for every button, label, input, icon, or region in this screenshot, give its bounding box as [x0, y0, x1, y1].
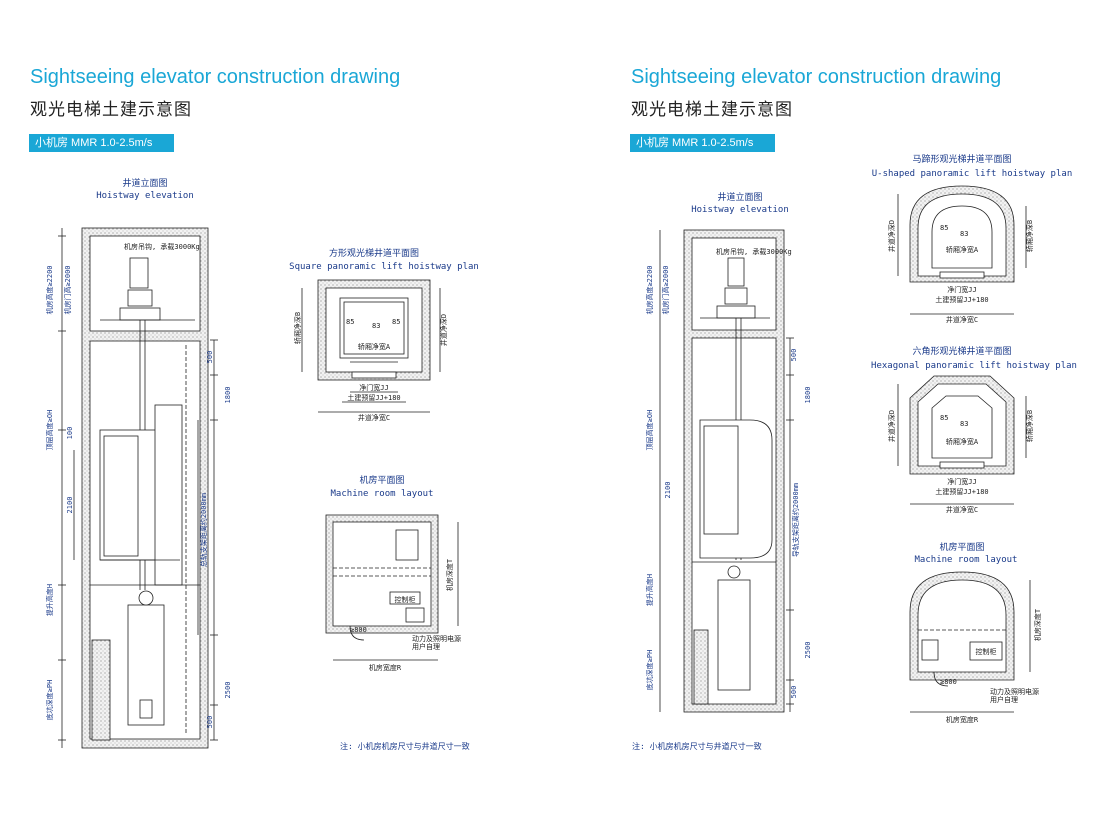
right-hex-title-en: Hexagonal panoramic lift hoistway plan	[871, 361, 1077, 371]
left-mr-width: 机房宽度R	[369, 663, 402, 672]
left-mr-title-en: Machine room layout	[331, 489, 434, 499]
left-plan-num-1: 85	[346, 318, 354, 326]
left-elev-labels: 机房高度≥2200 机房门高≥2000 顶层高度≥OH 提升高度H 底坑深度≥P…	[45, 265, 232, 728]
left-mr-title-cn: 机房平面图	[359, 474, 404, 486]
right-u-door-jj: 净门宽JJ	[947, 285, 976, 294]
right-u-plan-labels: 马蹄形观光梯井道平面图 U-shaped panoramic lift hois…	[872, 153, 1072, 324]
right-u-num-1: 85	[940, 224, 948, 232]
right-hook-note: 机房吊钩, 承载3000Kg	[716, 247, 792, 256]
right-hex-label-a: 轿厢净宽A	[946, 437, 979, 446]
left-mr-power-1: 动力及照明电源	[412, 634, 461, 643]
left-label-pit: 底坑深度≥PH	[45, 680, 54, 721]
left-square-plan	[301, 279, 441, 413]
right-label-travel: 提升高度H	[645, 574, 654, 606]
left-elev-title-en: Hoistway elevation	[96, 191, 194, 201]
right-mr-title-en: Machine room layout	[915, 555, 1018, 565]
left-elev-title-cn: 井道立面图	[122, 177, 167, 189]
left-plan-num-2: 83	[372, 322, 380, 330]
left-label-travel: 提升高度H	[45, 584, 54, 616]
left-plan-title-en: Square panoramic lift hoistway plan	[289, 262, 479, 272]
right-badge: 小机房 MMR 1.0-2.5m/s	[630, 134, 775, 152]
right-title-en: Sightseeing elevator construction drawin…	[631, 66, 1002, 88]
left-plan-label-a: 轿厢净宽A	[358, 342, 391, 351]
left-dim-2500: 2500	[224, 682, 232, 699]
right-mr-width: 机房宽度R	[946, 715, 979, 724]
left-elevation: 井道立面图 Hoistway elevation 机房吊钩, 承载3000Kg	[58, 177, 218, 749]
left-plan-label-b: 轿厢净深B	[293, 312, 302, 344]
right-dim-2500: 2500	[804, 642, 812, 659]
right-u-label-d: 井道净深D	[887, 220, 896, 252]
right-machine-labels: 机房平面图 Machine room layout 控制柜 ≥800 机房深度T…	[915, 541, 1042, 724]
left-mr-door: ≥800	[350, 626, 367, 634]
right-dim-500-top: 500	[790, 349, 798, 362]
left-plan-door-jj180: 土建预留JJ+180	[347, 393, 400, 402]
right-hex-label-b: 轿厢净深B	[1025, 410, 1034, 442]
left-label-oh: 顶层高度≥OH	[45, 410, 54, 451]
right-label-mr-height: 机房高度≥2200	[645, 265, 654, 314]
right-mr-door: ≥800	[940, 678, 957, 686]
left-machine-labels: 机房平面图 Machine room layout 控制柜 ≥800 机房深度T…	[331, 474, 461, 672]
left-square-plan-labels: 方形观光梯井道平面图 Square panoramic lift hoistwa…	[289, 247, 479, 422]
right-hex-title-cn: 六角形观光梯井道平面图	[912, 345, 1011, 357]
right-footnote: 注: 小机房机房尺寸与井道尺寸一致	[632, 741, 762, 751]
right-u-label-b: 轿厢净深B	[1025, 220, 1034, 252]
right-u-title-cn: 马蹄形观光梯井道平面图	[912, 153, 1011, 165]
right-elev-title-cn: 井道立面图	[717, 191, 762, 203]
right-mr-title-cn: 机房平面图	[939, 541, 984, 553]
right-mr-power-2: 用户自理	[990, 695, 1018, 704]
right-hex-width-c: 井道净宽C	[946, 505, 978, 514]
right-hex-door-jj: 净门宽JJ	[947, 477, 976, 486]
right-u-label-a: 轿厢净宽A	[946, 245, 979, 254]
right-label-mr-door: 机房门高≥2000	[661, 265, 670, 314]
left-label-mr-height: 机房高度≥2200	[45, 265, 54, 314]
left-mr-cabinet: 控制柜	[395, 595, 416, 604]
right-machine-room	[909, 571, 1031, 713]
left-plan-width-c: 井道净宽C	[358, 413, 390, 422]
right-rail-label: 导轨支架距离约2000mm	[791, 483, 800, 557]
left-hook-note: 机房吊钩, 承载3000Kg	[124, 242, 200, 251]
right-u-door-jj180: 土建预留JJ+180	[935, 295, 988, 304]
right-u-width-c: 井道净宽C	[946, 315, 978, 324]
right-elev-title-en: Hoistway elevation	[691, 205, 789, 215]
right-hex-plan-labels: 六角形观光梯井道平面图 Hexagonal panoramic lift hoi…	[871, 345, 1077, 514]
left-plan-door-jj: 净门宽JJ	[359, 383, 388, 392]
right-label-oh: 顶层高度≥OH	[645, 410, 654, 451]
right-mr-cabinet: 控制柜	[976, 647, 997, 656]
left-badge: 小机房 MMR 1.0-2.5m/s	[29, 134, 174, 152]
left-title-cn: 观光电梯土建示意图	[30, 100, 192, 120]
right-hex-plan	[897, 375, 1027, 505]
right-hex-num-2: 83	[960, 420, 968, 428]
right-elev-labels: 井道立面图 Hoistway elevation 机房吊钩, 承载3000Kg …	[645, 191, 812, 698]
left-dim-500-bot: 500	[206, 716, 214, 729]
left-mr-power-2: 用户自理	[412, 642, 440, 651]
left-plan-title-cn: 方形观光梯井道平面图	[329, 247, 419, 259]
right-mr-power-1: 动力及照明电源	[990, 687, 1039, 696]
right-u-num-2: 83	[960, 230, 968, 238]
right-mr-depth: 机房深度T	[1033, 608, 1042, 641]
right-label-pit: 底坑深度≥PH	[645, 650, 654, 691]
left-footnote: 注: 小机房机房尺寸与井道尺寸一致	[340, 741, 470, 751]
left-dim-500-top: 500	[206, 351, 214, 364]
right-title-cn: 观光电梯土建示意图	[631, 100, 793, 120]
left-dim-2100: 2100	[66, 497, 74, 514]
right-u-title-en: U-shaped panoramic lift hoistway plan	[872, 169, 1072, 179]
right-dim-2100: 2100	[664, 482, 672, 499]
left-dim-100: 100	[66, 427, 74, 440]
left-plan-label-d: 井道净深D	[439, 314, 448, 346]
left-dim-1800: 1800	[224, 387, 232, 404]
left-mr-depth: 机房深度T	[445, 558, 454, 591]
right-hex-door-jj180: 土建预留JJ+180	[935, 487, 988, 496]
left-machine-room	[325, 514, 459, 661]
right-dim-500-bot: 500	[790, 686, 798, 699]
right-dim-1800: 1800	[804, 387, 812, 404]
left-plan-num-3: 85	[392, 318, 400, 326]
left-rail-label: 总轨支架距离约2000mm	[199, 493, 208, 567]
right-hex-label-d: 井道净深D	[887, 410, 896, 442]
right-elevation	[659, 229, 794, 713]
right-hex-num-1: 85	[940, 414, 948, 422]
right-u-plan	[897, 185, 1027, 315]
left-title-en: Sightseeing elevator construction drawin…	[30, 66, 401, 88]
left-label-mr-door: 机房门高≥2000	[63, 265, 72, 314]
